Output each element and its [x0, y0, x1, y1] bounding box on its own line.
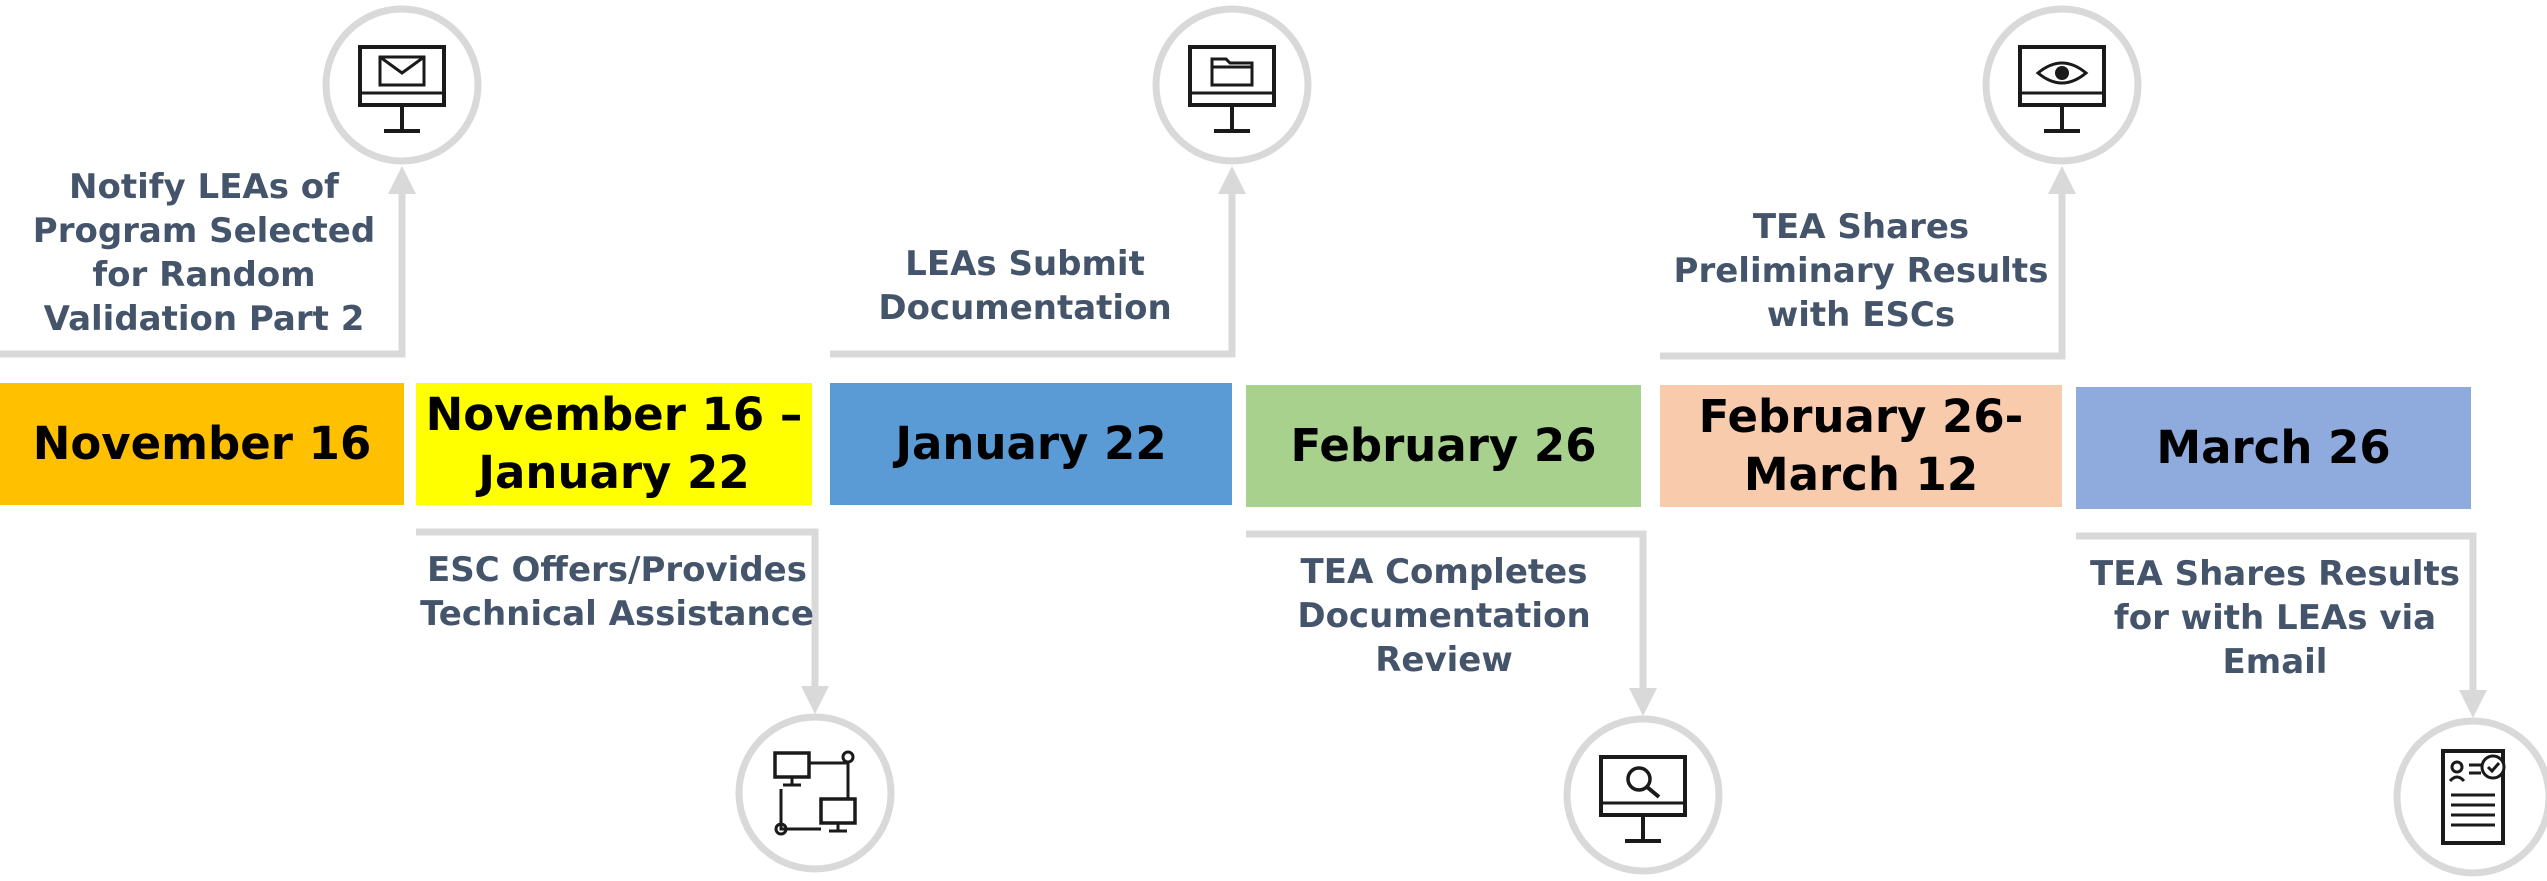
monitor-eye-icon [1982, 5, 2142, 165]
milestone-description-tea-shares-results: TEA Shares Results for with LEAs via Ema… [2090, 554, 2460, 682]
connector-review-arrow [1246, 530, 1657, 716]
milestone-date-nov16-jan22: November 16 – January 22 [416, 383, 812, 505]
connector-submit-arrow [830, 166, 1246, 358]
milestone-date-february-26: February 26 [1246, 385, 1641, 507]
connector-results-arrow [2076, 532, 2487, 718]
monitor-mail-icon [322, 5, 482, 165]
milestone-date-january-22: January 22 [830, 383, 1232, 505]
monitor-search-icon [1563, 715, 1723, 875]
connector-assistance-arrow [416, 528, 829, 714]
milestone-description-leas-submit: LEAs Submit Documentation [878, 244, 1172, 328]
milestone-date-march-26: March 26 [2076, 387, 2471, 509]
milestone-description-tea-review: TEA Completes Documentation Review [1297, 552, 1591, 680]
milestone-date-feb26-mar12: February 26- March 12 [1660, 385, 2062, 507]
document-check-icon [2393, 717, 2547, 877]
connector-notify-arrow [0, 166, 416, 358]
connector-preliminary-arrow [1660, 166, 2076, 360]
milestone-description-preliminary-results: TEA Shares Preliminary Results with ESCs [1673, 207, 2049, 335]
milestone-date-november-16: November 16 [0, 383, 404, 505]
milestone-description-notify-leas: Notify LEAs of Program Selected for Rand… [32, 167, 376, 339]
network-icon [735, 713, 895, 873]
monitor-folder-icon [1152, 5, 1312, 165]
milestone-description-esc-assistance: ESC Offers/Provides Technical Assistance [420, 550, 814, 634]
